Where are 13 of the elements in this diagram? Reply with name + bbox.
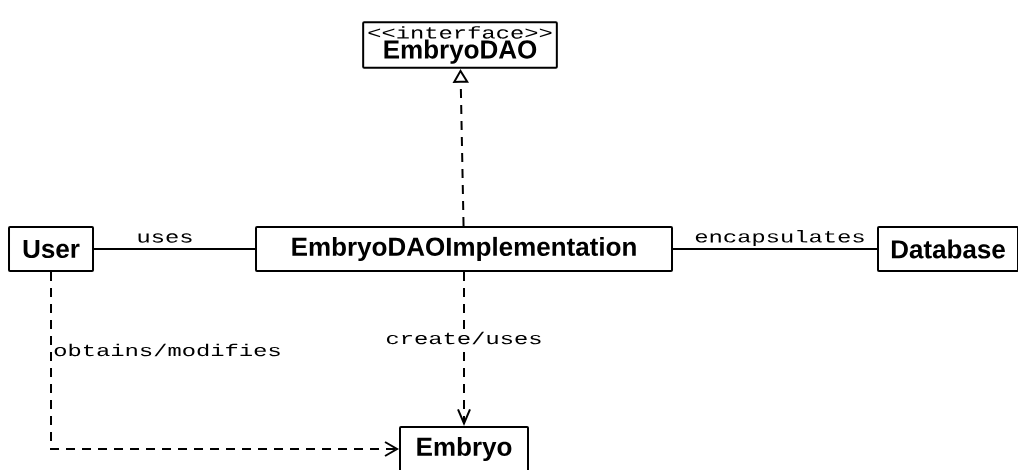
dashed-arrow: [50, 271, 399, 457]
connector-line: [672, 248, 878, 250]
class-box: EmbryoDAOImplementation: [255, 226, 673, 272]
edge-label: create/uses: [384, 330, 544, 346]
edge-label: uses: [138, 233, 192, 243]
edge-label: obtains/modifies: [54, 343, 280, 357]
dashed-arrow: [457, 271, 471, 426]
class-box: <<interface>> EmbryoDAO: [362, 21, 558, 69]
edge-label: encapsulates: [695, 230, 864, 246]
connector-line: [93, 248, 256, 250]
class-box: Database: [877, 226, 1018, 272]
class-box: Embryo: [399, 426, 529, 470]
class-box: User: [8, 226, 94, 272]
